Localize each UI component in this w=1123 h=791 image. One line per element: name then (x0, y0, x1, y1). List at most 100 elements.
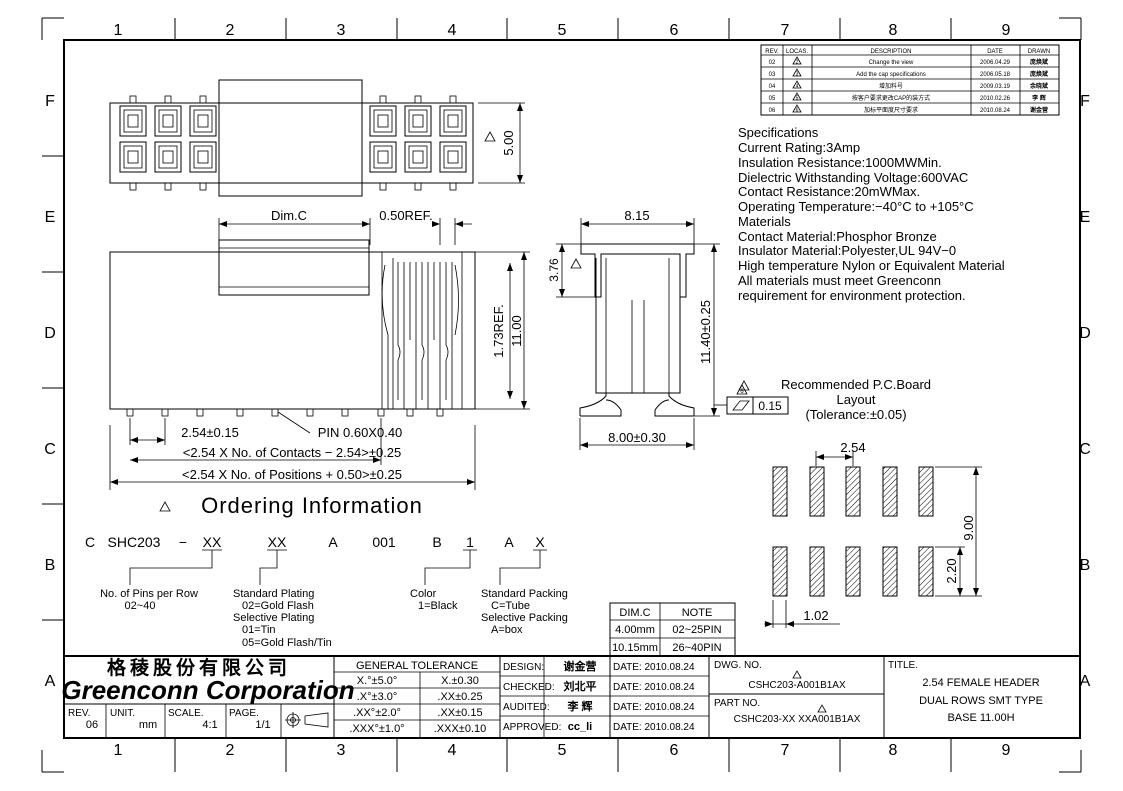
dim-contacts-length: <2.54 X No. of Contacts − 2.54>±0.25 (183, 445, 402, 460)
revision-triangle-icon: 5 (792, 92, 802, 102)
revision-cell: 2010.08.24 (980, 108, 1011, 114)
dimc-header: NOTE (682, 607, 713, 619)
signoff-name: cc_li (568, 721, 592, 733)
zone-col: 7 (781, 22, 790, 39)
smt-pin (377, 408, 385, 417)
rev-header: REV. (765, 49, 779, 55)
dim-cap-height: 3.76 (547, 258, 561, 282)
revision-cell: 庞焕斌 (1030, 70, 1048, 78)
order-code-part: 1 (466, 534, 474, 550)
signoff-role: DESIGN: (503, 662, 544, 673)
tolerance-title: GENERAL TOLERANCE (356, 660, 478, 672)
zone-col: 9 (1002, 742, 1011, 759)
revision-triangle-icon (792, 670, 802, 679)
scale-value: 4:1 (202, 719, 217, 731)
revision-cell: 2009.03.19 (980, 84, 1011, 90)
pcb-pad (882, 546, 898, 597)
rev-label: REV. (68, 708, 90, 719)
signoff-date: DATE: 2010.08.24 (613, 662, 695, 673)
revision-cell: 谢金营 (1030, 106, 1048, 114)
smt-pin (236, 408, 244, 417)
revision-cell: 04 (769, 84, 776, 90)
title-line: DUAL ROWS SMT TYPE (919, 695, 1043, 707)
ordering-info: Ordering Information C SHC203 − XX XX A … (85, 493, 568, 649)
dimc-cell: 26~40PIN (672, 642, 721, 654)
revision-triangle-icon (738, 380, 750, 391)
scale-label: SCALE. (168, 708, 204, 719)
top-view-cap (218, 79, 363, 197)
dim-11: 11.00 (509, 315, 524, 347)
packing-info: Selective Packing (481, 612, 568, 624)
revision-locas: 2 (796, 60, 799, 66)
flatness-value: 0.15 (758, 399, 782, 413)
zone-column-labels-top: 1 2 3 4 5 6 7 8 9 (114, 22, 1011, 39)
ordering-title: Ordering Information (201, 493, 423, 518)
revision-triangle-icon: 3 (792, 68, 802, 78)
smt-pin (406, 408, 414, 417)
revision-triangle-icon: 4 (792, 80, 802, 90)
revision-cell: 02 (769, 60, 776, 66)
zone-col: 1 (114, 742, 123, 759)
smt-pin (306, 408, 314, 417)
dimc-header: DIM.C (619, 607, 650, 619)
flatness-callout: 6 0.15 (714, 384, 789, 415)
dim-total-height: 11.40±0.25 (698, 300, 713, 364)
signoff-date: DATE: 2010.08.24 (613, 722, 695, 733)
revision-triangle-icon (484, 131, 496, 142)
pcb-pad (772, 466, 788, 517)
zone-column-labels-bottom: 1 2 3 4 5 6 7 8 9 (114, 742, 1011, 759)
dim-foot-width: 8.00±0.30 (608, 430, 666, 445)
order-code-part: − (179, 534, 187, 550)
zone-row: A (45, 673, 56, 690)
specifications-block: Specifications Current Rating:3Amp Insul… (738, 125, 1005, 303)
pins-info: 02~40 (125, 600, 156, 612)
pcb-row-span: 9.00 (961, 515, 976, 540)
signoff-name: 李 辉 (566, 699, 592, 713)
tolerance-linear: .XX±0.15 (437, 707, 482, 719)
signoff-role: APPROVED: (503, 722, 561, 733)
zone-col: 4 (448, 22, 457, 39)
pcb-layout: Recommended P.C.Board Layout (Tolerance:… (738, 377, 982, 628)
zone-row: A (1080, 673, 1091, 690)
title-line: 2.54 FEMALE HEADER (922, 677, 1039, 689)
zone-col: 3 (337, 22, 346, 39)
tolerance-angle: .XX°±2.0° (353, 707, 401, 719)
revision-cell: 增加料号 (879, 82, 903, 90)
plating-info: 05=Gold Flash/Tin (242, 637, 332, 649)
side-cap (580, 243, 695, 298)
color-info: Color (410, 588, 437, 600)
spec-line: Insulation Resistance:1000MWMin. (738, 155, 942, 170)
spec-line: Operating Temperature:−40°C to +105°C (738, 199, 974, 214)
order-code-part: XX (203, 534, 222, 550)
side-view: 8.15 3.76 11.40±0.25 6 0.15 8.00±0.30 (547, 208, 789, 450)
zone-col: 2 (226, 742, 235, 759)
dim-pin-size: PIN 0.60X0.40 (318, 425, 403, 440)
order-code-part: C (85, 534, 95, 550)
smt-pin (161, 408, 169, 417)
zone-col: 7 (781, 742, 790, 759)
zone-col: 4 (448, 742, 457, 759)
front-view: Dim.C 0.50REF. 1.73REF. 11.00 2.54±0.15 … (109, 208, 530, 490)
zone-col: 9 (1002, 22, 1011, 39)
title-label: TITLE. (888, 660, 918, 671)
revision-cell: 余晓斌 (1029, 82, 1048, 90)
revision-cell: 03 (769, 72, 776, 78)
tolerance-angle: X.°±5.0° (357, 675, 398, 687)
page-label: PAGE. (229, 708, 259, 719)
signoff-date: DATE: 2010.08.24 (613, 682, 695, 693)
rev-header: LOCAS. (786, 49, 808, 55)
zone-row: E (1080, 209, 1091, 226)
signoff-name: 谢金营 (564, 659, 597, 673)
color-info: 1=Black (418, 600, 458, 612)
pcb-pitch: 2.54 (840, 440, 865, 455)
contact-cavity (404, 105, 432, 137)
front-cap (218, 239, 370, 296)
contact-cavity (369, 141, 397, 173)
pcb-pad (918, 466, 934, 517)
spec-line: Insulator Material:Polyester,UL 94V−0 (738, 243, 956, 258)
zone-row-labels-left: F E D C B A (44, 93, 56, 690)
plating-info: 01=Tin (242, 624, 276, 636)
front-section-contacts (381, 252, 463, 409)
